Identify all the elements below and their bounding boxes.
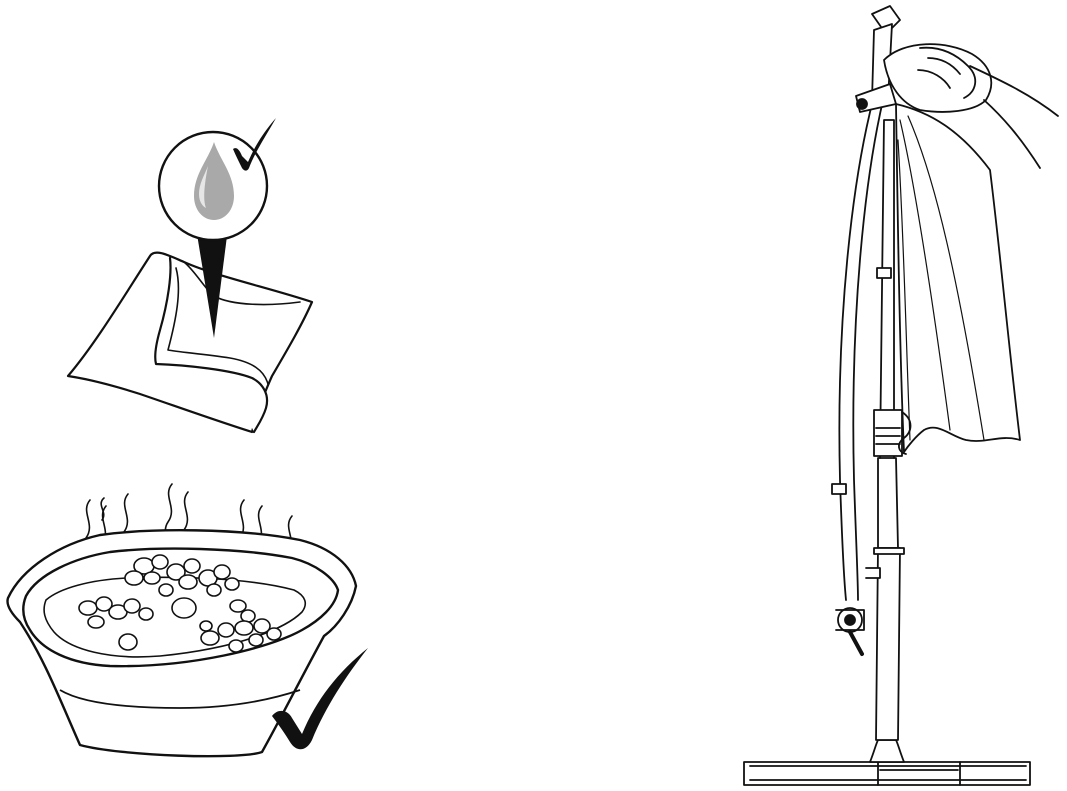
parasol-canopy (895, 103, 1021, 453)
damp-cloth-illustration (66, 118, 314, 434)
soap-bubbles (78, 554, 282, 653)
hand-arm (969, 65, 1059, 169)
parasol-cleaning-illustration (743, 5, 1059, 786)
water-drop-icon (194, 142, 234, 220)
cleaning-cloth (883, 43, 993, 113)
checkmark-icon (233, 118, 276, 171)
checkmark-icon (272, 648, 368, 750)
callout-pointer (196, 228, 228, 338)
soapy-water-basin-illustration (6, 483, 368, 758)
